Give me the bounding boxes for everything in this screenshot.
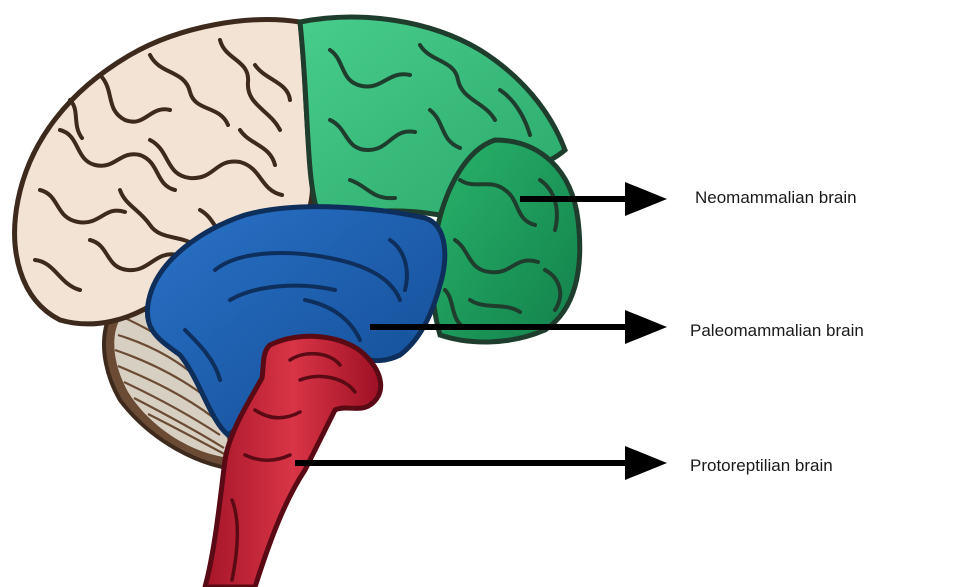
label-protoreptilian-brain: Protoreptilian brain xyxy=(690,456,833,476)
label-paleomammalian-brain: Paleomammalian brain xyxy=(690,321,864,341)
label-neomammalian-brain: Neomammalian brain xyxy=(695,188,857,208)
arrow-protoreptilian xyxy=(295,446,667,480)
